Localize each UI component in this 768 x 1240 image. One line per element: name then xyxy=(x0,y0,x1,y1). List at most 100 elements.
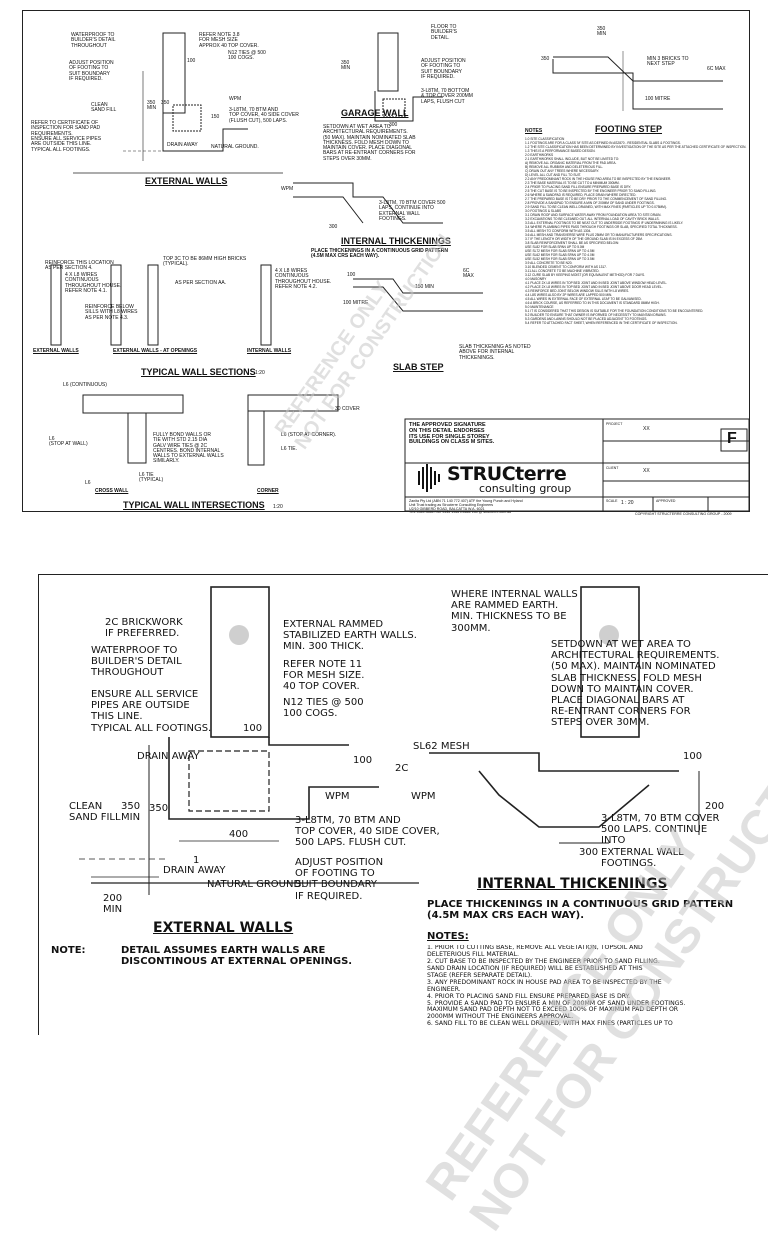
garage-floor-label: FLOOR TO BUILDER'S DETAIL. xyxy=(431,24,457,41)
structerre-logo-text: STRUCterre xyxy=(447,463,567,485)
s2-rammed-int-label: WHERE INTERNAL WALLS ARE RAMMED EARTH. M… xyxy=(451,589,578,634)
tb-project-label: PROJECT xyxy=(606,422,623,426)
s2-clean-label: CLEAN SAND FILL xyxy=(69,801,121,824)
s2-dim-400: 400 xyxy=(229,829,249,840)
ext-clean-sand-label: CLEAN SAND FILL xyxy=(91,102,117,114)
s2-note-text: DETAIL ASSUMES EARTH WALLS ARE DISCONTIN… xyxy=(121,945,353,968)
wall-sections-scale: 1:20 xyxy=(255,370,265,376)
s2-right-d200: 200 xyxy=(705,801,725,812)
s2-internal-thickenings-sub: PLACE THICKENINGS IN A CONTINUOUS GRID P… xyxy=(427,899,734,922)
tb-approved-label: APPROVED xyxy=(656,499,676,503)
s2-adjust-label: ADJUST POSITION OF FOOTING TO SUIT BOUND… xyxy=(295,857,384,902)
int-caption-corner: CORNER xyxy=(257,488,279,494)
s2-dim-350: 350 xyxy=(149,803,169,814)
garage-adjust-label: ADJUST POSITION OF FOOTING TO SUIT BOUND… xyxy=(421,58,466,80)
int-l6tie2: L6 TIE. xyxy=(281,446,298,452)
ext-wpm-label: WPM xyxy=(229,96,242,102)
s2-notes-title: NOTES: xyxy=(427,931,469,942)
tb-scale-label: SCALE xyxy=(606,499,618,503)
tb-copyright: COPYRIGHT STRUCTERRE CONSULTING GROUP - … xyxy=(635,512,732,516)
garage-dim-300: 300 xyxy=(389,122,398,128)
s2-wpm-label: WPM xyxy=(325,791,350,802)
slab-step-title: SLAB STEP xyxy=(393,362,444,372)
garage-wall-title: GARAGE WALL xyxy=(341,108,409,118)
ext-dim-100: 100 xyxy=(187,58,196,64)
s2-sl62-label: SL62 MESH xyxy=(413,741,470,752)
ws-aspersection-label: AS PER SECTION AA. xyxy=(175,280,227,286)
garage-dim-350min: 350 MIN xyxy=(341,60,351,72)
s2-note-label: NOTE: xyxy=(51,945,86,956)
s2-natural-label: NATURAL GROUND. xyxy=(207,879,305,890)
s2-external-walls-title: EXTERNAL WALLS xyxy=(153,920,294,936)
ext-natural-label: NATURAL GROUND. xyxy=(211,144,259,150)
s2-waterproof-label: WATERPROOF TO BUILDER'S DETAIL THROUGHOU… xyxy=(91,645,182,679)
int-l6corner: L6 (STOP AT CORNER). xyxy=(281,432,337,438)
ss-mitre: 100 MITRE xyxy=(343,300,369,306)
garage-bars-label: 3-L8TM, 70 BOTTOM & TOP COVER 200mm LAPS… xyxy=(421,88,473,105)
s2-notes-body: 1. PRIOR TO CUTTING BASE, REMOVE ALL VEG… xyxy=(427,945,686,1028)
int-l6stop: L6 (STOP AT WALL) xyxy=(49,436,88,448)
step-mitre-label: 100 MITRE xyxy=(645,96,671,102)
s2-brickwork-label: 2c BRICKWORK IF PREFERRED. xyxy=(105,617,183,640)
s2-right-bars-label: 3-L8TM, 70 BTM COVER 500 LAPS. CONTINUE … xyxy=(601,813,720,869)
s2-drain-label: DRAIN AWAY xyxy=(137,751,200,762)
ss-note: SLAB THICKENING AS NOTED ABOVE FOR INTER… xyxy=(459,344,531,361)
ws-caption-openings: EXTERNAL WALLS - AT OPENINGS xyxy=(113,348,198,354)
ss-d100: 100 xyxy=(347,272,356,278)
it-setdown-label: SETDOWN AT WET AREA TO ARCHITECTURAL REQ… xyxy=(323,124,416,162)
s2-internal-thickenings-title: INTERNAL THICKENINGS xyxy=(477,876,668,892)
sheet2-linework xyxy=(79,586,700,895)
ext-n12-label: N12 TIES @ 500 100 COGS. xyxy=(228,50,266,62)
drawing-sheet-1: WATERPROOF TO BUILDER'S DETAIL THROUGHOU… xyxy=(22,10,750,516)
s2-one-label: 1 xyxy=(193,855,200,866)
step-350: 350 xyxy=(541,56,550,62)
step-350min: 350 MIN xyxy=(597,26,607,38)
structerre-logo-sub: consulting group xyxy=(479,482,572,495)
int-l6cont: L6 (CONTINUOUS) xyxy=(63,382,107,388)
ws-caption-internal: INTERNAL WALLS xyxy=(247,348,292,354)
s2-dim-100: 100 xyxy=(243,723,263,734)
drawing-sheet-2: 2c BRICKWORK IF PREFERRED. WATERPROOF TO… xyxy=(38,574,768,1240)
int-bonded: FULLY BOND WALLS OR TIE WITH STD 2.15 DI… xyxy=(153,432,224,465)
s2-n12-label: N12 TIES @ 500 100 COGS. xyxy=(283,697,364,720)
s2-refer-note-label: REFER NOTE 11 FOR MESH SIZE. 40 TOP COVE… xyxy=(283,659,365,693)
ws-l8wires-label: 4 x L8 WIRES CONTINUOUS THROUGHOUT HOUSE… xyxy=(65,272,122,294)
ws-top3c-label: TOP 3c TO BE 86mm HIGH BRICKS (TYPICAL). xyxy=(163,256,247,268)
footing-step-title: FOOTING STEP xyxy=(595,124,663,134)
tb-project-value: XX xyxy=(643,426,650,432)
s2-dim-100b: 100 xyxy=(353,755,373,766)
step-min3-label: MIN 3 BRICKS TO NEXT STEP xyxy=(647,56,689,68)
ws-l8wires2-label: 4 x L8 WIRES CONTINUOUS THROUGHOUT HOUSE… xyxy=(275,268,332,290)
it-wpm-label: WPM xyxy=(281,186,294,192)
s2-setdown-label: SETDOWN AT WET AREA TO ARCHITECTURAL REQ… xyxy=(551,639,720,729)
ext-waterproof-label: WATERPROOF TO BUILDER'S DETAIL THROUGHOU… xyxy=(71,32,116,49)
ss-max: 6c MAX xyxy=(463,268,474,280)
ws-caption-external: EXTERNAL WALLS xyxy=(33,348,79,354)
ext-walls-title: EXTERNAL WALLS xyxy=(145,176,228,186)
int-cover: 30 COVER xyxy=(335,406,360,412)
ws-reinforce-below-label: REINFORCE BELOW SILLS WITH L8 WIRES AS P… xyxy=(85,304,138,321)
signature-statement: THE APPROVED SIGNATURE ON THIS DETAIL EN… xyxy=(409,422,495,446)
ws-reinforce-label: REINFORCE THIS LOCATION AS PER SECTION 4… xyxy=(45,260,114,272)
ext-refer-cert-label: REFER TO CERTIFICATE OF INSPECTION FOR S… xyxy=(31,120,101,137)
s2-rammed-label: EXTERNAL RAMMED STABILIZED EARTH WALLS. … xyxy=(283,619,417,653)
s2-right-d100: 100 xyxy=(683,751,703,762)
wall-sections-title: TYPICAL WALL SECTIONS xyxy=(141,367,256,377)
ext-ensure-label: ENSURE ALL SERVICE PIPES ARE OUTSIDE THI… xyxy=(31,136,102,153)
sheet1-notes-body: 1.0 SITE CLASSIFICATION 1.1 FOOTINGS ARE… xyxy=(525,137,747,325)
s2-dim-2c: 2c xyxy=(395,763,409,774)
s2-drain2-label: DRAIN AWAY xyxy=(163,865,226,876)
s2-dim-350min: 350 MIN xyxy=(121,801,141,824)
intersections-title: TYPICAL WALL INTERSECTIONS xyxy=(123,500,265,510)
sheet1-linework xyxy=(50,32,749,511)
ext-dim-350: 350 xyxy=(161,100,170,106)
intersections-scale: 1:20 xyxy=(273,504,283,510)
tb-scale-value: 1 : 20 xyxy=(621,500,634,506)
ext-dim-150: 150 xyxy=(211,114,220,120)
it-bars-label: 3-L8TM, 70 BTM COVER 500 LAPS, CONTINUE … xyxy=(379,200,446,222)
s2-right-d300: 300 xyxy=(579,847,599,858)
int-l6tie: L6 TIE (TYPICAL) xyxy=(139,472,164,484)
sheet1-notes-title: NOTES xyxy=(525,128,543,134)
ext-bars-label: 3-L8TM, 70 BTM AND TOP COVER, 40 SIDE CO… xyxy=(229,107,299,124)
s2-wpm-right-label: WPM xyxy=(411,791,436,802)
